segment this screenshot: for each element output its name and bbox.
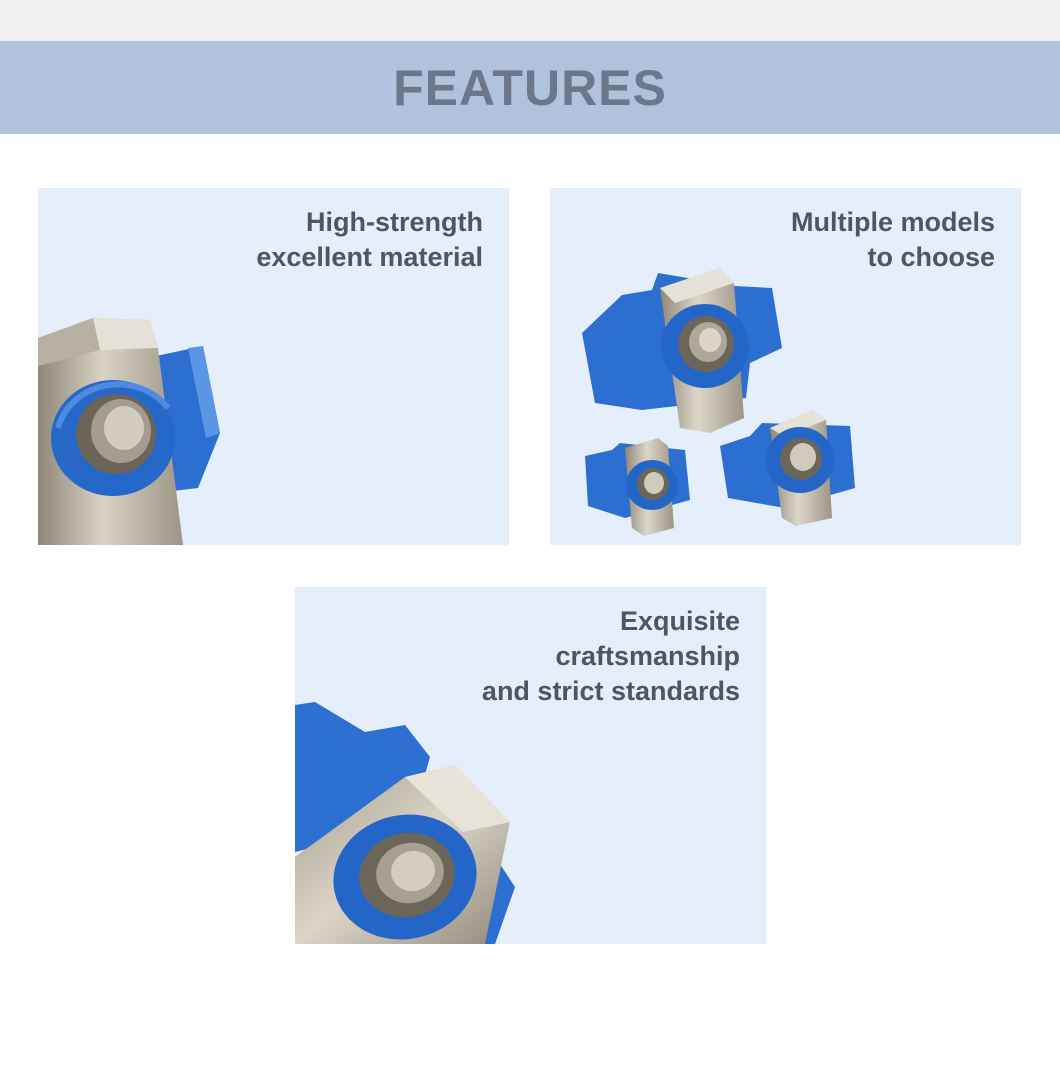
caption-line: Multiple models — [790, 207, 995, 237]
caption-line: Exquisite — [619, 606, 740, 636]
t-nut-closeup-image — [38, 318, 220, 545]
feature-caption: Exquisite craftsmanship and strict stand… — [482, 604, 740, 709]
feature-card-craftsmanship: Exquisite craftsmanship and strict stand… — [295, 587, 766, 944]
features-banner: FEATURES — [0, 41, 1060, 134]
feature-caption: Multiple models to choose — [791, 205, 995, 275]
feature-card-material: High-strength excellent material — [38, 188, 509, 545]
caption-line: High-strength — [306, 207, 483, 237]
feature-card-models: Multiple models to choose — [550, 188, 1021, 545]
t-nut-angle-image — [295, 702, 515, 944]
top-strip — [0, 0, 1060, 41]
feature-caption: High-strength excellent material — [256, 205, 483, 275]
page-title: FEATURES — [393, 59, 667, 116]
caption-line: and strict standards — [481, 676, 740, 706]
caption-line: to choose — [867, 242, 995, 272]
caption-line: craftsmanship — [555, 641, 740, 671]
caption-line: excellent material — [256, 242, 483, 272]
t-nut-sizes-image — [582, 268, 855, 536]
